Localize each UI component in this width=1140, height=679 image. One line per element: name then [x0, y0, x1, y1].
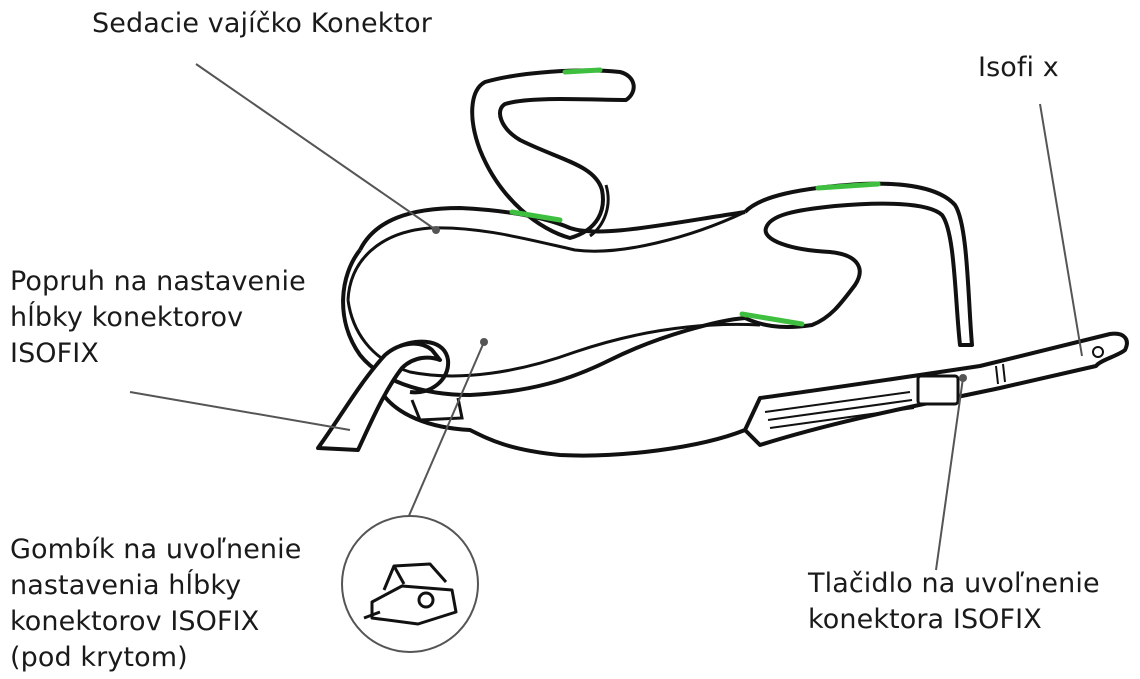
isofix-hook: [1092, 346, 1104, 358]
accent-stitches: [509, 67, 881, 327]
right-armrest-outline: [743, 181, 974, 347]
label-depth-release-knob: Gombík na uvoľnenie nastavenia hĺbky kon…: [10, 534, 302, 673]
leader-dot-knob: [480, 338, 488, 346]
leader-dot-seat: [432, 226, 440, 234]
left-armrest-inner: [589, 184, 610, 238]
leader-dot-button: [959, 374, 967, 382]
leader-depth-knob: [407, 341, 485, 519]
label-isofix-arm: Isofi x: [978, 52, 1059, 83]
knob-detail-inset: [341, 515, 479, 653]
leader-seat-connector: [195, 63, 437, 231]
leader-depth-strap: [129, 391, 351, 431]
label-isofix-release-button: Tlačidlo na uvoľnenie konektora ISOFIX: [808, 568, 1100, 635]
seat-cushion-inner-top: [346, 210, 746, 301]
depth-strap-loop: [399, 339, 451, 395]
depth-strap-shape: [316, 341, 442, 452]
seat-front-lip: [341, 248, 746, 398]
label-depth-strap: Popruh na nastavenie hĺbky konektorov IS…: [10, 266, 306, 369]
knob-detail-drawing: [363, 562, 458, 626]
leader-release-button: [935, 377, 964, 571]
leader-isofix-arm: [1039, 103, 1083, 357]
isofix-rail-slot: [995, 363, 1006, 385]
depth-knob-housing: [410, 397, 464, 422]
seat-front-lip-inner: [346, 299, 761, 378]
isofix-release-button-shape: [916, 374, 960, 406]
left-armrest-outline: [470, 68, 636, 240]
leader-lines: [129, 63, 1083, 571]
seat-base: [378, 388, 746, 458]
label-seat-connector: Sedacie vajíčko Konektor: [92, 8, 432, 39]
isofix-rail-ribs: [764, 391, 915, 429]
